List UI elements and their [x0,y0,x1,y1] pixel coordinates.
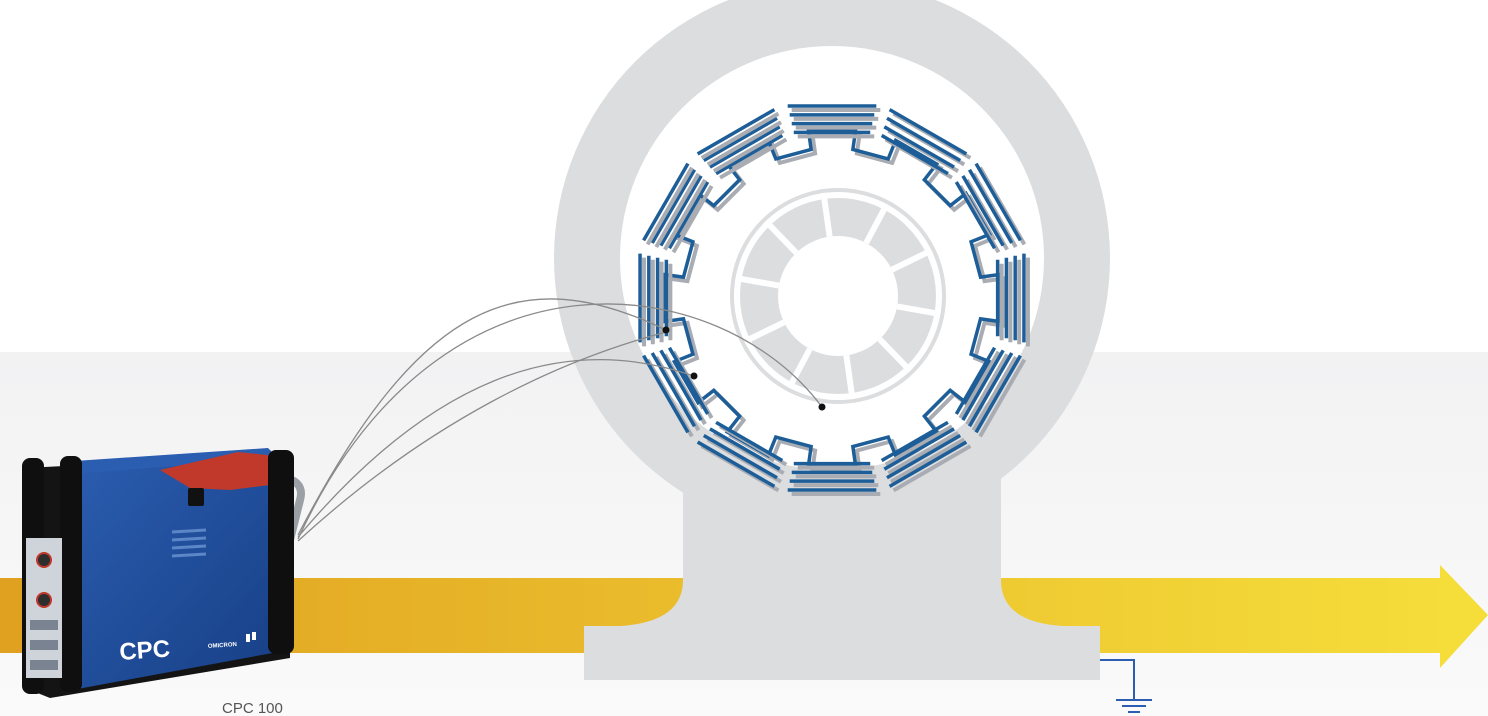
device-body [68,458,278,690]
rotor [730,188,946,404]
device-side-panel [26,538,62,678]
device-caption: CPC 100 [222,700,283,716]
device-brand-label: CPC [119,636,171,666]
cpc-device: CPC OMICRON [22,448,301,698]
